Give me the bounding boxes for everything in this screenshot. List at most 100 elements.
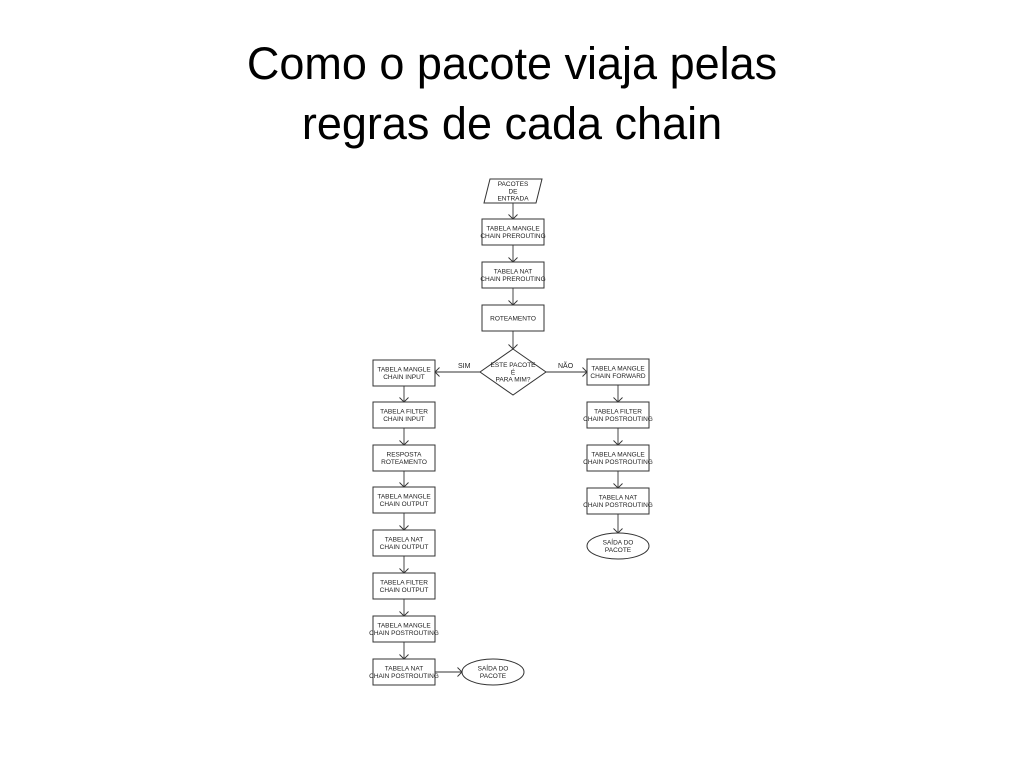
node-label: CHAIN PREROUTING [480, 276, 545, 283]
arrowhead [399, 482, 409, 488]
arrowhead [399, 611, 409, 617]
arrowhead [508, 257, 518, 263]
slide-title-line-2: regras de cada chain [301, 98, 723, 149]
slide-title: Como o pacote viaja pelas regras de cada… [0, 34, 1024, 154]
arrowhead [399, 525, 409, 531]
node-shape [372, 486, 436, 514]
node-label: TABELA NAT [385, 666, 423, 673]
node-label: DE [508, 188, 518, 195]
arrowhead [508, 344, 518, 350]
arrowhead [457, 667, 463, 677]
arrowhead [613, 483, 623, 489]
edge-filter-post-right-to-mangle-post-right [613, 428, 623, 446]
node-label: PACOTE [480, 673, 507, 680]
arrowhead [613, 528, 623, 534]
node-label: ENTRADA [497, 196, 529, 203]
edge-decisao-to-mangle-input: SIM [434, 363, 480, 377]
node-label: TABELA NAT [494, 269, 532, 276]
node-label: TABELA MANGLE [591, 452, 645, 459]
edge-mangle-post-left-to-nat-post-left [399, 642, 409, 660]
edge-decisao-to-mangle-forward: NÃO [546, 361, 588, 377]
arrowhead [399, 440, 409, 446]
slide-title-line-1: Como o pacote viaja pelas [246, 38, 778, 89]
arrowhead [399, 654, 409, 660]
node-label: CHAIN POSTROUTING [369, 673, 439, 680]
edge-filter-output-to-mangle-post-left [399, 599, 409, 617]
node-label: ROTEAMENTO [490, 315, 536, 322]
node-label: CHAIN POSTROUTING [583, 459, 653, 466]
node-shape [586, 358, 650, 386]
node-label: TABELA FILTER [380, 409, 428, 416]
edge-entrada-to-mangle-pre [508, 203, 518, 220]
node-label: TABELA FILTER [594, 409, 642, 416]
edge-nat-post-right-to-saida-right [613, 514, 623, 534]
node-label: ROTEAMENTO [381, 459, 427, 466]
node-label: TABELA MANGLE [377, 367, 431, 374]
arrowhead [399, 568, 409, 574]
node-label: CHAIN INPUT [383, 374, 425, 381]
arrowhead [508, 300, 518, 306]
edge-mangle-forward-to-filter-post-right [613, 385, 623, 403]
node-label: CHAIN OUTPUT [380, 501, 429, 508]
edge-roteamento-to-decisao [508, 331, 518, 350]
node-label: SAÍDA DO [603, 538, 634, 547]
node-label: CHAIN POSTROUTING [583, 502, 653, 509]
edge-mangle-post-right-to-nat-post-right [613, 471, 623, 489]
node-label: TABELA NAT [385, 537, 423, 544]
node-label: TABELA NAT [599, 495, 637, 502]
node-label: TABELA FILTER [380, 580, 428, 587]
edge-nat-post-left-to-saida-left [435, 667, 463, 677]
arrowhead [613, 440, 623, 446]
node-label: É [511, 367, 516, 376]
node-shape [372, 401, 436, 429]
node-roteamento: ROTEAMENTO [481, 304, 545, 332]
arrowhead [399, 397, 409, 403]
edge-resposta-to-mangle-output [399, 471, 409, 488]
arrowhead [434, 367, 440, 377]
node-shape [481, 261, 545, 289]
arrowhead [613, 397, 623, 403]
node-shape [372, 359, 436, 387]
edge-label: SIM [458, 363, 471, 370]
edge-mangle-output-to-nat-output [399, 513, 409, 531]
edge-mangle-pre-to-nat-pre [508, 245, 518, 263]
arrowhead [582, 367, 588, 377]
edge-mangle-input-to-filter-input [399, 386, 409, 403]
node-label: SAÍDA DO [478, 664, 509, 673]
node-label: PACOTE [605, 547, 632, 554]
node-label: CHAIN POSTROUTING [369, 630, 439, 637]
node-label: TABELA MANGLE [377, 494, 431, 501]
node-shape [372, 572, 436, 600]
node-label: CHAIN INPUT [383, 416, 425, 423]
node-label: TABELA MANGLE [486, 226, 540, 233]
node-label: CHAIN POSTROUTING [583, 416, 653, 423]
node-label: RESPOSTA [387, 452, 423, 459]
node-label: CHAIN PREROUTING [480, 233, 545, 240]
edge-label: NÃO [558, 361, 574, 370]
edge-filter-input-to-resposta [399, 428, 409, 446]
node-label: TABELA MANGLE [377, 623, 431, 630]
node-label: CHAIN OUTPUT [380, 544, 429, 551]
edge-nat-pre-to-roteamento [508, 288, 518, 306]
node-label: CHAIN OUTPUT [380, 587, 429, 594]
node-label: PARA MIM? [496, 377, 531, 384]
node-shape [479, 348, 547, 396]
